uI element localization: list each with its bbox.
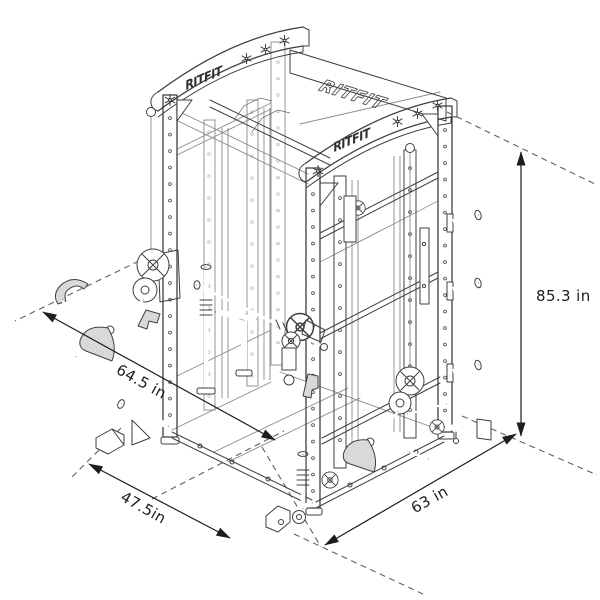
weight-storage-pegs bbox=[446, 209, 482, 383]
guide-underside bbox=[151, 430, 285, 500]
dimension-label-height: 85.3 in bbox=[536, 287, 591, 305]
foot-rear-left bbox=[95, 399, 180, 455]
weight-peg bbox=[446, 277, 482, 301]
guide-front-foot bbox=[261, 446, 322, 548]
pulley-disc bbox=[388, 391, 412, 415]
right-pulley-assembly bbox=[342, 143, 425, 473]
power-rack-drawing: RITFIT RITFIT RITFIT bbox=[54, 26, 492, 533]
pulley-handle bbox=[79, 326, 115, 362]
bar-catch-disc bbox=[429, 419, 445, 435]
top-side-rail-right: RITFIT bbox=[289, 49, 447, 122]
top-beam-front: RITFIT bbox=[298, 97, 458, 207]
brand-logo-side-rail: RITFIT bbox=[315, 77, 389, 114]
bar-catch-disc bbox=[281, 331, 301, 351]
dimension-label-width: 63 in bbox=[408, 482, 451, 517]
snowflake-cutout-icon bbox=[279, 34, 290, 47]
dimension-arrow-overall-depth bbox=[42, 311, 276, 441]
j-hook bbox=[302, 373, 319, 399]
weight-peg bbox=[446, 359, 482, 383]
guide-bottom bbox=[293, 533, 424, 595]
top-side-rail-left bbox=[175, 97, 331, 185]
lat-bar-handle bbox=[54, 279, 89, 305]
brand-logo-rear-beam: RITFIT bbox=[184, 63, 225, 93]
dimension-arrow-width bbox=[324, 433, 517, 546]
dimension-annotations: 85.3 in 64.5 in 47.5in 63 in bbox=[42, 151, 591, 546]
pulley-handle bbox=[342, 439, 376, 473]
weight-peg bbox=[446, 209, 482, 233]
snowflake-cutout-icon bbox=[392, 115, 403, 128]
guide-top-right bbox=[446, 111, 598, 186]
transport-wheel bbox=[292, 510, 306, 524]
pulley-disc bbox=[132, 277, 158, 303]
bar-catch-disc bbox=[321, 471, 339, 489]
guide-left bbox=[14, 260, 140, 322]
left-pulley-assembly bbox=[54, 107, 181, 362]
foot-front-left bbox=[265, 500, 323, 533]
dimension-arrow-base-depth bbox=[88, 463, 231, 539]
